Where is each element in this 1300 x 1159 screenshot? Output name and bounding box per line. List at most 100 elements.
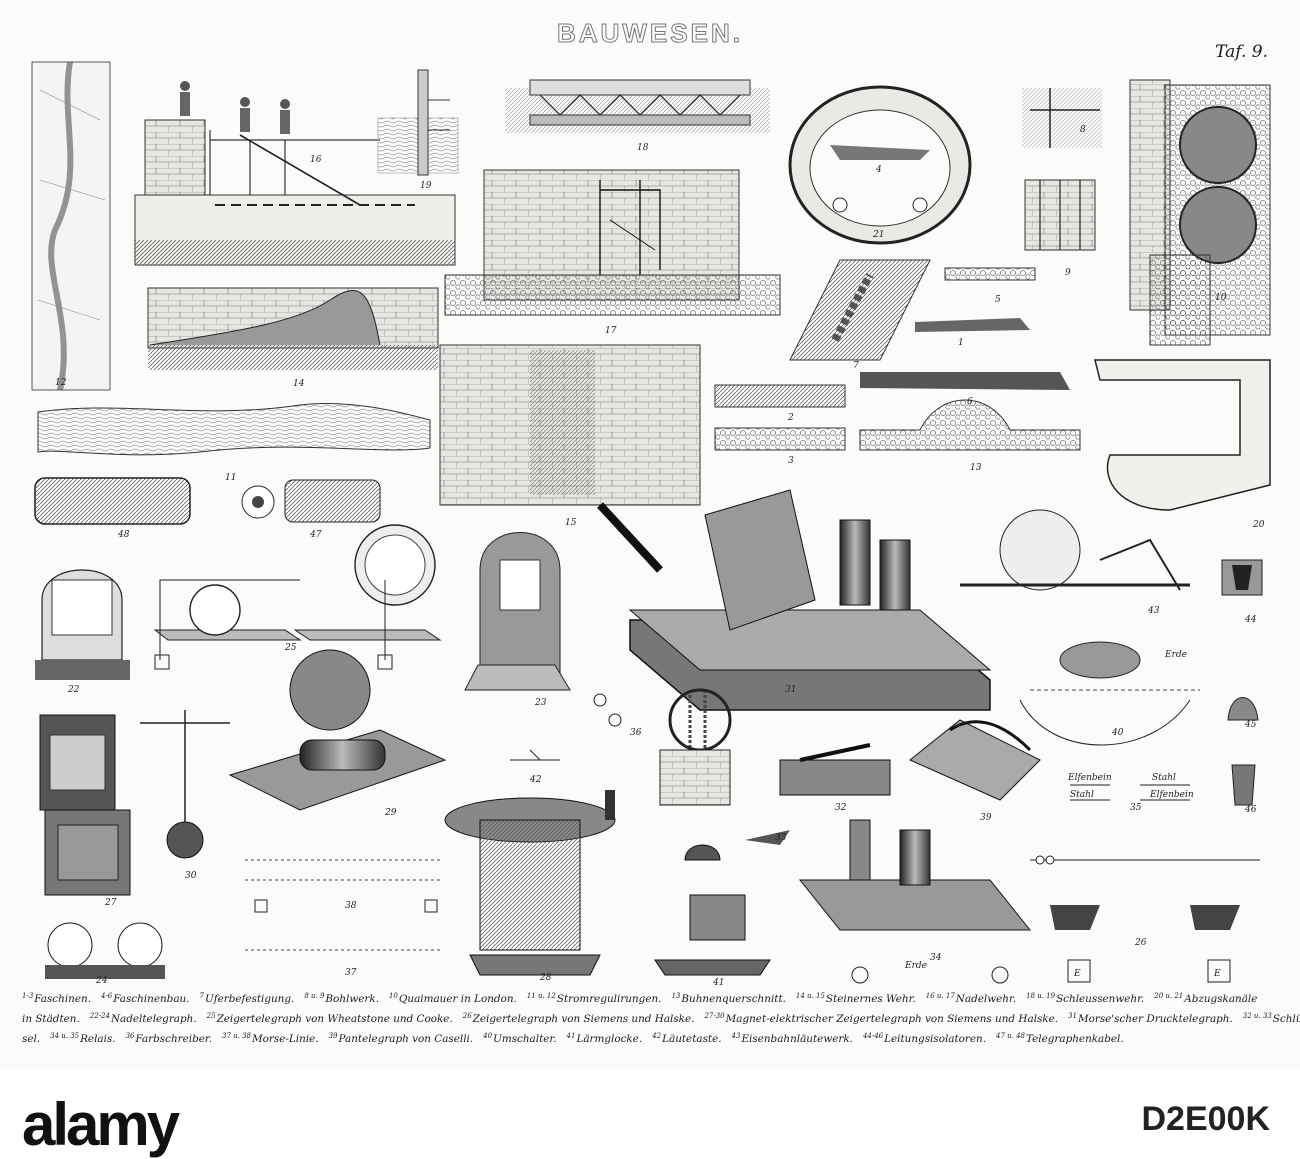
fig-number: 33 xyxy=(775,833,787,843)
fig-number: 3 xyxy=(788,456,794,466)
plate-title: BAUWESEN. xyxy=(557,18,743,49)
fig-27-magnet-electric-telegraph xyxy=(39,714,131,896)
caption-item-number: 43 xyxy=(731,1032,741,1040)
caption-item-number: 37 u. 38 xyxy=(222,1032,252,1040)
fig-28-pantelegraph-caselli xyxy=(444,790,616,976)
fig-35-relay-contacts xyxy=(1070,784,1190,801)
fig-number: 46 xyxy=(1244,805,1257,815)
fig-29-inductor xyxy=(228,649,447,811)
label-elfenbein: Elfenbein xyxy=(1149,790,1194,800)
fig-number: 40 xyxy=(1111,728,1124,738)
caption-item-text: Läutetaste. xyxy=(662,1033,722,1045)
caption-item: 41Lärmglocke. xyxy=(566,1032,643,1045)
caption-item: 44-46Leitungsisolatoren. xyxy=(862,1032,986,1045)
label-e: E xyxy=(1073,969,1081,979)
fig-30-pendulum xyxy=(140,710,230,859)
fig-number: 4 xyxy=(875,165,882,175)
fig-47-48-telegraph-cables xyxy=(34,477,381,525)
fig-39-pantelegraph xyxy=(909,719,1041,801)
fig-number: 35 xyxy=(1130,803,1142,813)
fig-19-lock-weir-detail xyxy=(377,69,459,176)
fig-number: 19 xyxy=(420,181,432,191)
fig-number: 26 xyxy=(1134,938,1147,948)
fig-10-quay-wall xyxy=(1129,79,1271,346)
caption-item: 22-24Nadeltelegraph. xyxy=(90,1012,197,1025)
caption-item-text: Abzugskanäle xyxy=(1184,993,1258,1005)
caption-item: 14 u. 15Steinernes Wehr. xyxy=(795,992,916,1005)
fig-fascines xyxy=(714,259,1081,451)
caption-line-3: sel.34 u. 35Relais.36Farbschreiber.37 u.… xyxy=(22,1028,1284,1048)
caption-item: 13Buhnenquerschnitt. xyxy=(671,992,786,1005)
label-e: E xyxy=(1213,969,1221,979)
fig-number: 25 xyxy=(284,643,297,653)
caption-item-text: Farbschreiber. xyxy=(135,1033,213,1045)
caption-item: 1-3Faschinen. xyxy=(22,992,91,1005)
fig-16-needle-weir xyxy=(134,81,456,266)
caption-item-text: Pantelegraph von Caselli. xyxy=(338,1033,474,1045)
fig-number: 14 xyxy=(293,379,305,389)
fig-number: 43 xyxy=(1147,606,1160,616)
figure-caption: 1-3Faschinen.4-6Faschinenbau.7Uferbefest… xyxy=(22,988,1300,1048)
fig-number: 32 xyxy=(835,803,847,813)
diagram-word-labels: Erde Erde Elfenbein Stahl Stahl Elfenbei… xyxy=(904,650,1221,979)
caption-item-number: 41 xyxy=(566,1032,576,1040)
fig-18-lock-weir xyxy=(505,79,770,133)
caption-item-text: Eisenbahnläutewerk. xyxy=(741,1033,853,1045)
caption-item: sel. xyxy=(22,1033,40,1045)
caption-item-text: Buhnenquerschnitt. xyxy=(681,993,786,1005)
fig-number: 22 xyxy=(67,685,80,695)
caption-item-text: Schlüs- xyxy=(1272,1013,1300,1025)
caption-item-number: 13 xyxy=(671,992,681,1000)
fig-31-morse-printing-telegraph xyxy=(597,489,992,806)
fig-37-38-morse-line xyxy=(245,859,440,951)
fig-number: 21 xyxy=(872,230,884,240)
caption-item-number: 42 xyxy=(652,1032,662,1040)
caption-item-text: Lärmglocke. xyxy=(576,1033,643,1045)
stock-logo: alamy xyxy=(22,1091,180,1158)
fig-number: 38 xyxy=(345,901,357,911)
caption-item: 26Zeigertelegraph von Siemens und Halske… xyxy=(462,1012,695,1025)
caption-item: 25Zeigertelegraph von Wheatstone und Coo… xyxy=(206,1012,453,1025)
fig-number: 28 xyxy=(539,973,552,983)
caption-item-number: 26 xyxy=(462,1012,472,1020)
caption-item-number: 25 xyxy=(206,1012,216,1020)
fig-number: 41 xyxy=(712,978,724,988)
caption-item: 18 u. 19Schleussenwehr. xyxy=(1026,992,1144,1005)
caption-item: 16 u. 17Nadelwehr. xyxy=(926,992,1016,1005)
caption-item-number: 10 xyxy=(388,992,398,1000)
fig-21-sewer-section xyxy=(788,85,972,245)
label-stahl: Stahl xyxy=(1070,790,1094,800)
caption-item-text: Nadeltelegraph. xyxy=(110,1013,197,1025)
caption-item: 20 u. 21Abzugskanäle xyxy=(1154,992,1258,1005)
caption-item-number: 44-46 xyxy=(862,1032,884,1040)
caption-item: 4-6Faschinenbau. xyxy=(101,992,190,1005)
label-erde: Erde xyxy=(904,961,927,971)
engraving-plate: BAUWESEN. Taf. 9. xyxy=(22,17,1300,1048)
fig-number: 24 xyxy=(95,976,108,986)
caption-item-number: 40 xyxy=(483,1032,493,1040)
caption-item: 10Quaimauer in London. xyxy=(388,992,517,1005)
fig-number: 31 xyxy=(785,685,796,695)
caption-item-number: 11 u. 12 xyxy=(526,992,556,1000)
fig-number: 6 xyxy=(967,397,973,407)
fig-15-weir-brick xyxy=(439,344,701,506)
caption-item: 8 u. 9Bohlwerk. xyxy=(304,992,379,1005)
caption-item-number: 32 u. 33 xyxy=(1242,1012,1272,1020)
fig-number: 8 xyxy=(1080,125,1086,135)
label-elfenbein: Elfenbein xyxy=(1067,773,1112,783)
caption-item-number: 18 u. 19 xyxy=(1026,992,1056,1000)
fig-number: 36 xyxy=(630,728,642,738)
caption-item-number: 47 u. 48 xyxy=(996,1032,1026,1040)
fig-number: 45 xyxy=(1244,720,1257,730)
fig-number: 13 xyxy=(970,463,982,473)
fig-23-needle-apparatus xyxy=(464,532,571,691)
fig-number: 27 xyxy=(104,898,117,908)
fig-32-33-keys xyxy=(745,743,891,845)
fig-22-needle-telegraph xyxy=(35,569,130,680)
caption-item-number: 14 u. 15 xyxy=(795,992,825,1000)
fig-number: 15 xyxy=(565,518,577,528)
caption-item-number: 34 u. 35 xyxy=(50,1032,80,1040)
illustration-figures: 12 16 19 18 4 21 8 9 10 17 14 11 7 5 1 6… xyxy=(31,61,1271,988)
caption-item-text: Steinernes Wehr. xyxy=(825,993,916,1005)
fig-number: 17 xyxy=(605,326,617,336)
